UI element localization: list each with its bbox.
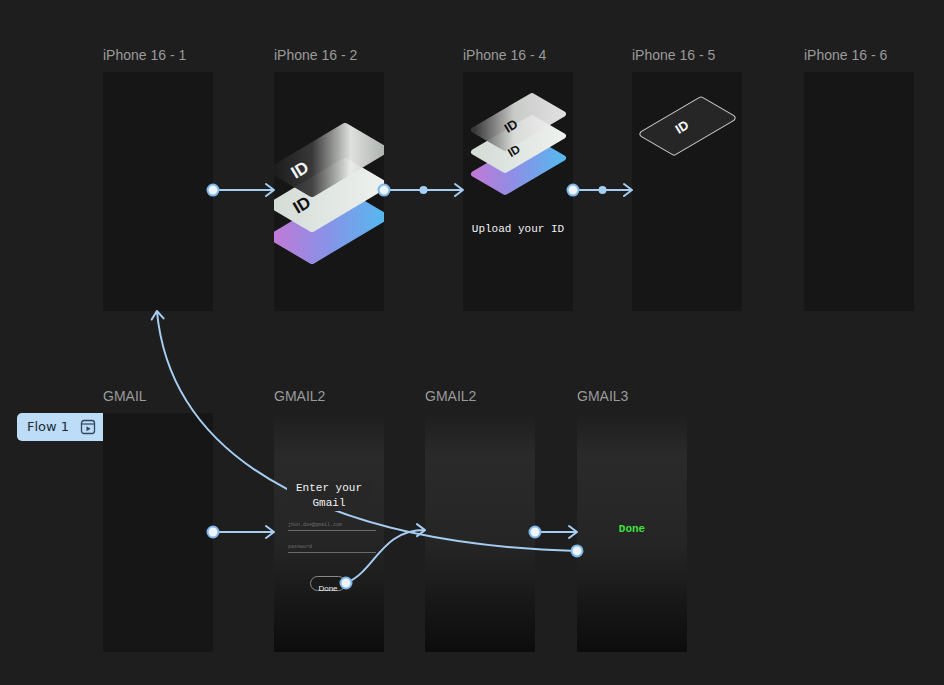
arrow-head [569, 526, 577, 538]
flow-play-icon [80, 419, 96, 435]
arrow-head [624, 184, 632, 196]
phone-frame: GMAIL [103, 413, 213, 652]
frame-title: GMAIL2 [274, 388, 325, 405]
prototype-connector [152, 311, 583, 556]
midpoint-dot [599, 186, 607, 194]
frame-title: iPhone 16 - 1 [103, 47, 186, 64]
prototype-connector [530, 526, 578, 538]
phone-frame: iPhone 16 - 6 [804, 72, 914, 311]
connector-line [213, 531, 274, 533]
start-handle [341, 578, 352, 589]
screen-text: password [288, 544, 312, 551]
arrow-head [152, 311, 164, 320]
input-underline [288, 531, 376, 553]
flow-tag: Flow 1 [17, 413, 103, 441]
prototype-connector [208, 526, 275, 538]
connector-line [213, 189, 274, 191]
prototype-connector [379, 184, 464, 196]
screen-text: Done [318, 582, 337, 595]
frame-title: iPhone 16 - 5 [632, 47, 715, 64]
arrow-head [455, 184, 463, 196]
prototype-connector [341, 524, 426, 588]
screen-text: Done [619, 522, 645, 537]
start-handle [208, 527, 219, 538]
start-handle [568, 185, 579, 196]
phone-frame: GMAIL3Done [577, 413, 687, 652]
start-handle [208, 185, 219, 196]
arrow-head [266, 184, 274, 196]
phone-frame: GMAIL2 [425, 413, 535, 652]
screen-text: jhon.doe@gmail.com [288, 522, 342, 529]
prototype-connector [208, 184, 275, 196]
screen-text: Flow 1 [17, 413, 103, 441]
screen-text: Enter your Gmail [287, 481, 371, 511]
start-handle [379, 185, 390, 196]
prototype-connector [568, 184, 633, 196]
frame-title: iPhone 16 - 4 [463, 47, 546, 64]
start-handle [572, 545, 583, 556]
midpoint-dot [420, 186, 428, 194]
frame-title: GMAIL [103, 388, 147, 405]
connector-line [157, 311, 577, 551]
arrow-head [266, 526, 274, 538]
phone-frame: GMAIL2Enter your Gmailjhon.doe@gmail.com… [274, 413, 384, 652]
phone-frame: iPhone 16 - 1 [103, 72, 213, 311]
frame-title: iPhone 16 - 6 [804, 47, 887, 64]
frame-title: iPhone 16 - 2 [274, 47, 357, 64]
frame-title: GMAIL2 [425, 388, 476, 405]
screen-text: Upload your ID [472, 222, 564, 237]
connector-line [346, 530, 425, 583]
start-handle [530, 527, 541, 538]
frame-title: GMAIL3 [577, 388, 628, 405]
